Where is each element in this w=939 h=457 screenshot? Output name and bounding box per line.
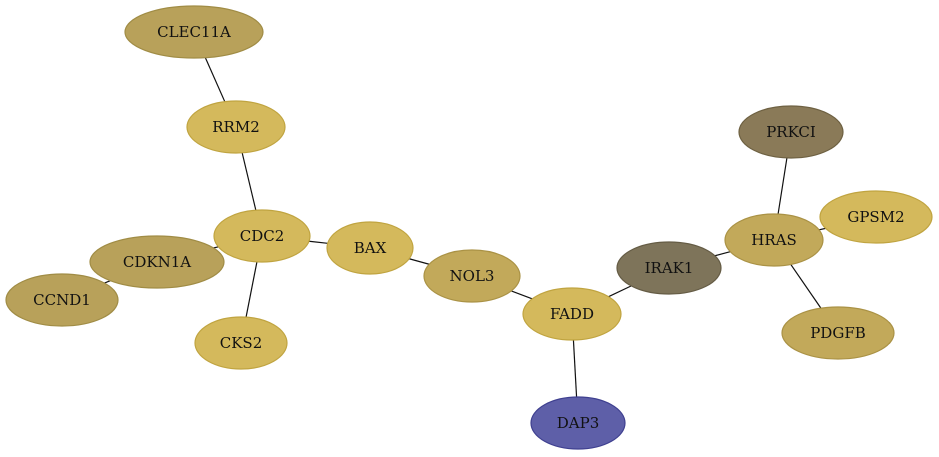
node-ellipse[interactable] — [194, 316, 288, 370]
node-ellipse[interactable] — [186, 100, 286, 154]
edge-bax-nol3 — [408, 258, 430, 265]
node-ellipse[interactable] — [724, 213, 824, 267]
node-label: DAP3 — [557, 414, 600, 432]
node-prkci[interactable]: PRKCI — [738, 105, 844, 159]
node-cdkn1a[interactable]: CDKN1A — [89, 235, 225, 289]
edge-clec11a-rrm2 — [204, 57, 226, 102]
edge-cdc2-bax — [308, 240, 328, 244]
node-ellipse[interactable] — [89, 235, 225, 289]
node-ellipse[interactable] — [530, 396, 626, 450]
node-ellipse[interactable] — [616, 241, 722, 295]
node-label: CKS2 — [220, 334, 263, 352]
edge-cdc2-cks2 — [245, 261, 258, 318]
node-ellipse[interactable] — [781, 306, 895, 360]
edge-hras-prkci — [777, 157, 788, 215]
node-fadd[interactable]: FADD — [522, 287, 622, 341]
node-label: CDC2 — [240, 227, 285, 245]
node-ellipse[interactable] — [819, 190, 933, 244]
node-ccnd1[interactable]: CCND1 — [5, 273, 119, 327]
edge-hras-gpsm2 — [818, 227, 826, 231]
edge-rrm2-cdc2 — [241, 152, 257, 211]
node-bax[interactable]: BAX — [326, 221, 414, 275]
node-ellipse[interactable] — [423, 249, 521, 303]
node-ellipse[interactable] — [522, 287, 622, 341]
node-label: BAX — [354, 239, 387, 257]
node-label: GPSM2 — [847, 208, 904, 226]
edge-fadd-dap3 — [572, 339, 578, 398]
node-pdgfb[interactable]: PDGFB — [781, 306, 895, 360]
node-label: FADD — [550, 305, 594, 323]
node-dap3[interactable]: DAP3 — [530, 396, 626, 450]
edge-nol3-fadd — [511, 290, 533, 300]
edge-cdkn1a-ccnd1 — [104, 280, 111, 284]
node-label: PRKCI — [766, 123, 816, 141]
node-ellipse[interactable] — [213, 209, 311, 263]
edges-layer — [104, 57, 826, 398]
node-label: CDKN1A — [123, 253, 191, 271]
node-label: CLEC11A — [157, 23, 231, 41]
node-ellipse[interactable] — [124, 5, 264, 59]
edge-fadd-irak1 — [608, 285, 632, 298]
node-ellipse[interactable] — [326, 221, 414, 275]
node-nol3[interactable]: NOL3 — [423, 249, 521, 303]
edge-irak1-hras — [714, 251, 731, 257]
node-label: PDGFB — [810, 324, 866, 342]
node-rrm2[interactable]: RRM2 — [186, 100, 286, 154]
node-cdc2[interactable]: CDC2 — [213, 209, 311, 263]
node-label: NOL3 — [450, 267, 495, 285]
node-label: IRAK1 — [645, 259, 694, 277]
node-clec11a[interactable]: CLEC11A — [124, 5, 264, 59]
node-ellipse[interactable] — [5, 273, 119, 327]
node-irak1[interactable]: IRAK1 — [616, 241, 722, 295]
node-ellipse[interactable] — [738, 105, 844, 159]
node-label: HRAS — [751, 231, 796, 249]
node-cks2[interactable]: CKS2 — [194, 316, 288, 370]
node-gpsm2[interactable]: GPSM2 — [819, 190, 933, 244]
node-label: CCND1 — [33, 291, 91, 309]
node-hras[interactable]: HRAS — [724, 213, 824, 267]
node-label: RRM2 — [212, 118, 260, 136]
edge-hras-pdgfb — [790, 264, 822, 309]
